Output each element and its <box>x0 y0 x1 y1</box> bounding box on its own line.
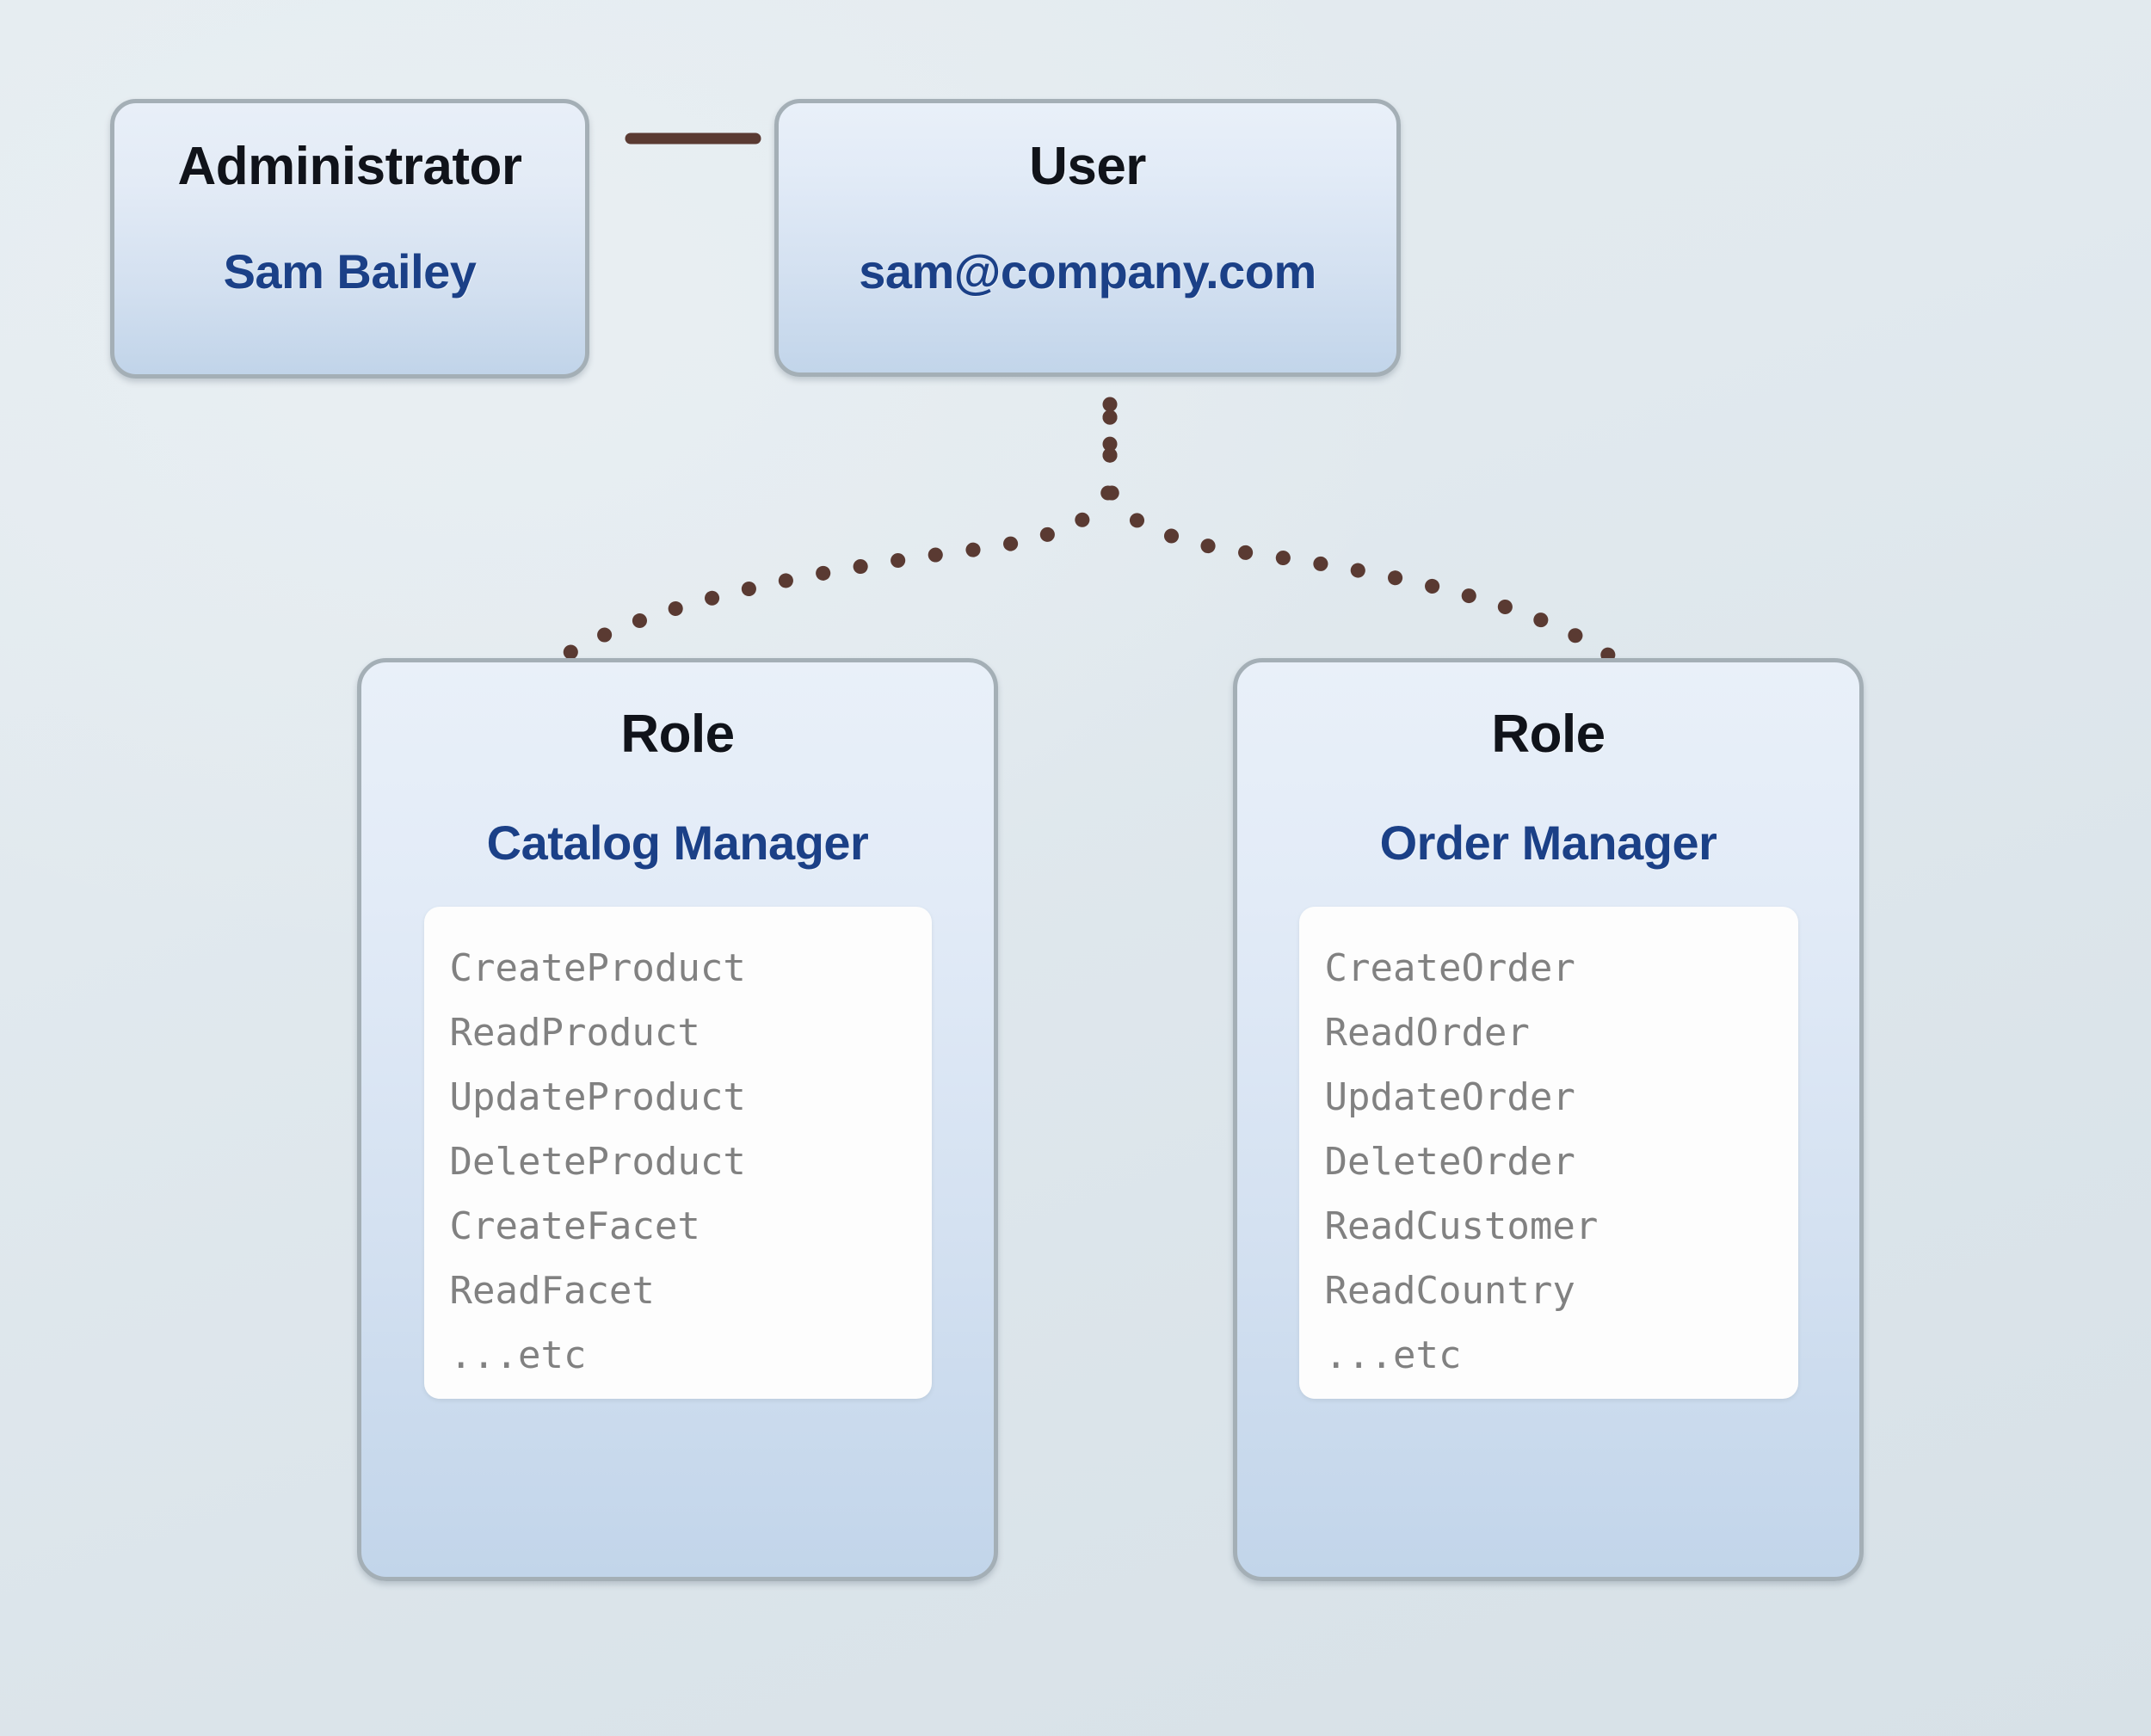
permission-item: CreateProduct <box>449 946 746 990</box>
permission-item: UpdateProduct <box>449 1075 746 1119</box>
administrator-name: Sam Bailey <box>223 244 477 299</box>
edge-user-to-catalog-manager <box>517 409 1118 700</box>
role-name: Catalog Manager <box>486 816 869 870</box>
user-type-label: User <box>1029 137 1146 196</box>
permission-item: ...etc <box>1324 1333 1462 1377</box>
permission-item: CreateFacet <box>449 1204 700 1248</box>
permission-item: DeleteProduct <box>449 1140 746 1184</box>
permission-item: ReadOrder <box>1324 1011 1530 1055</box>
administrator-type-label: Administrator <box>177 137 522 196</box>
permission-item: ...etc <box>449 1333 587 1377</box>
permission-item: ReadCountry <box>1324 1269 1575 1313</box>
edge-user-to-order-manager <box>1102 409 1660 700</box>
role-node-catalog-manager[interactable]: Role Catalog Manager CreateProduct ReadP… <box>357 658 998 1581</box>
permission-item: ReadProduct <box>449 1011 700 1055</box>
role-name: Order Manager <box>1379 816 1717 870</box>
permission-item: CreateOrder <box>1324 946 1575 990</box>
permission-item: DeleteOrder <box>1324 1140 1575 1184</box>
permission-list: CreateOrder ReadOrder UpdateOrder Delete… <box>1298 907 1798 1399</box>
role-type-label: Role <box>620 705 735 764</box>
user-email: sam@company.com <box>859 244 1316 299</box>
role-type-label: Role <box>1491 705 1606 764</box>
user-node[interactable]: User sam@company.com <box>774 99 1401 377</box>
permission-item: ReadCustomer <box>1324 1204 1599 1248</box>
permission-list: CreateProduct ReadProduct UpdateProduct … <box>423 907 932 1399</box>
administrator-node[interactable]: Administrator Sam Bailey <box>110 99 589 379</box>
permission-item: UpdateOrder <box>1324 1075 1575 1119</box>
role-node-order-manager[interactable]: Role Order Manager CreateOrder ReadOrder… <box>1233 658 1864 1581</box>
permission-item: ReadFacet <box>449 1269 655 1313</box>
